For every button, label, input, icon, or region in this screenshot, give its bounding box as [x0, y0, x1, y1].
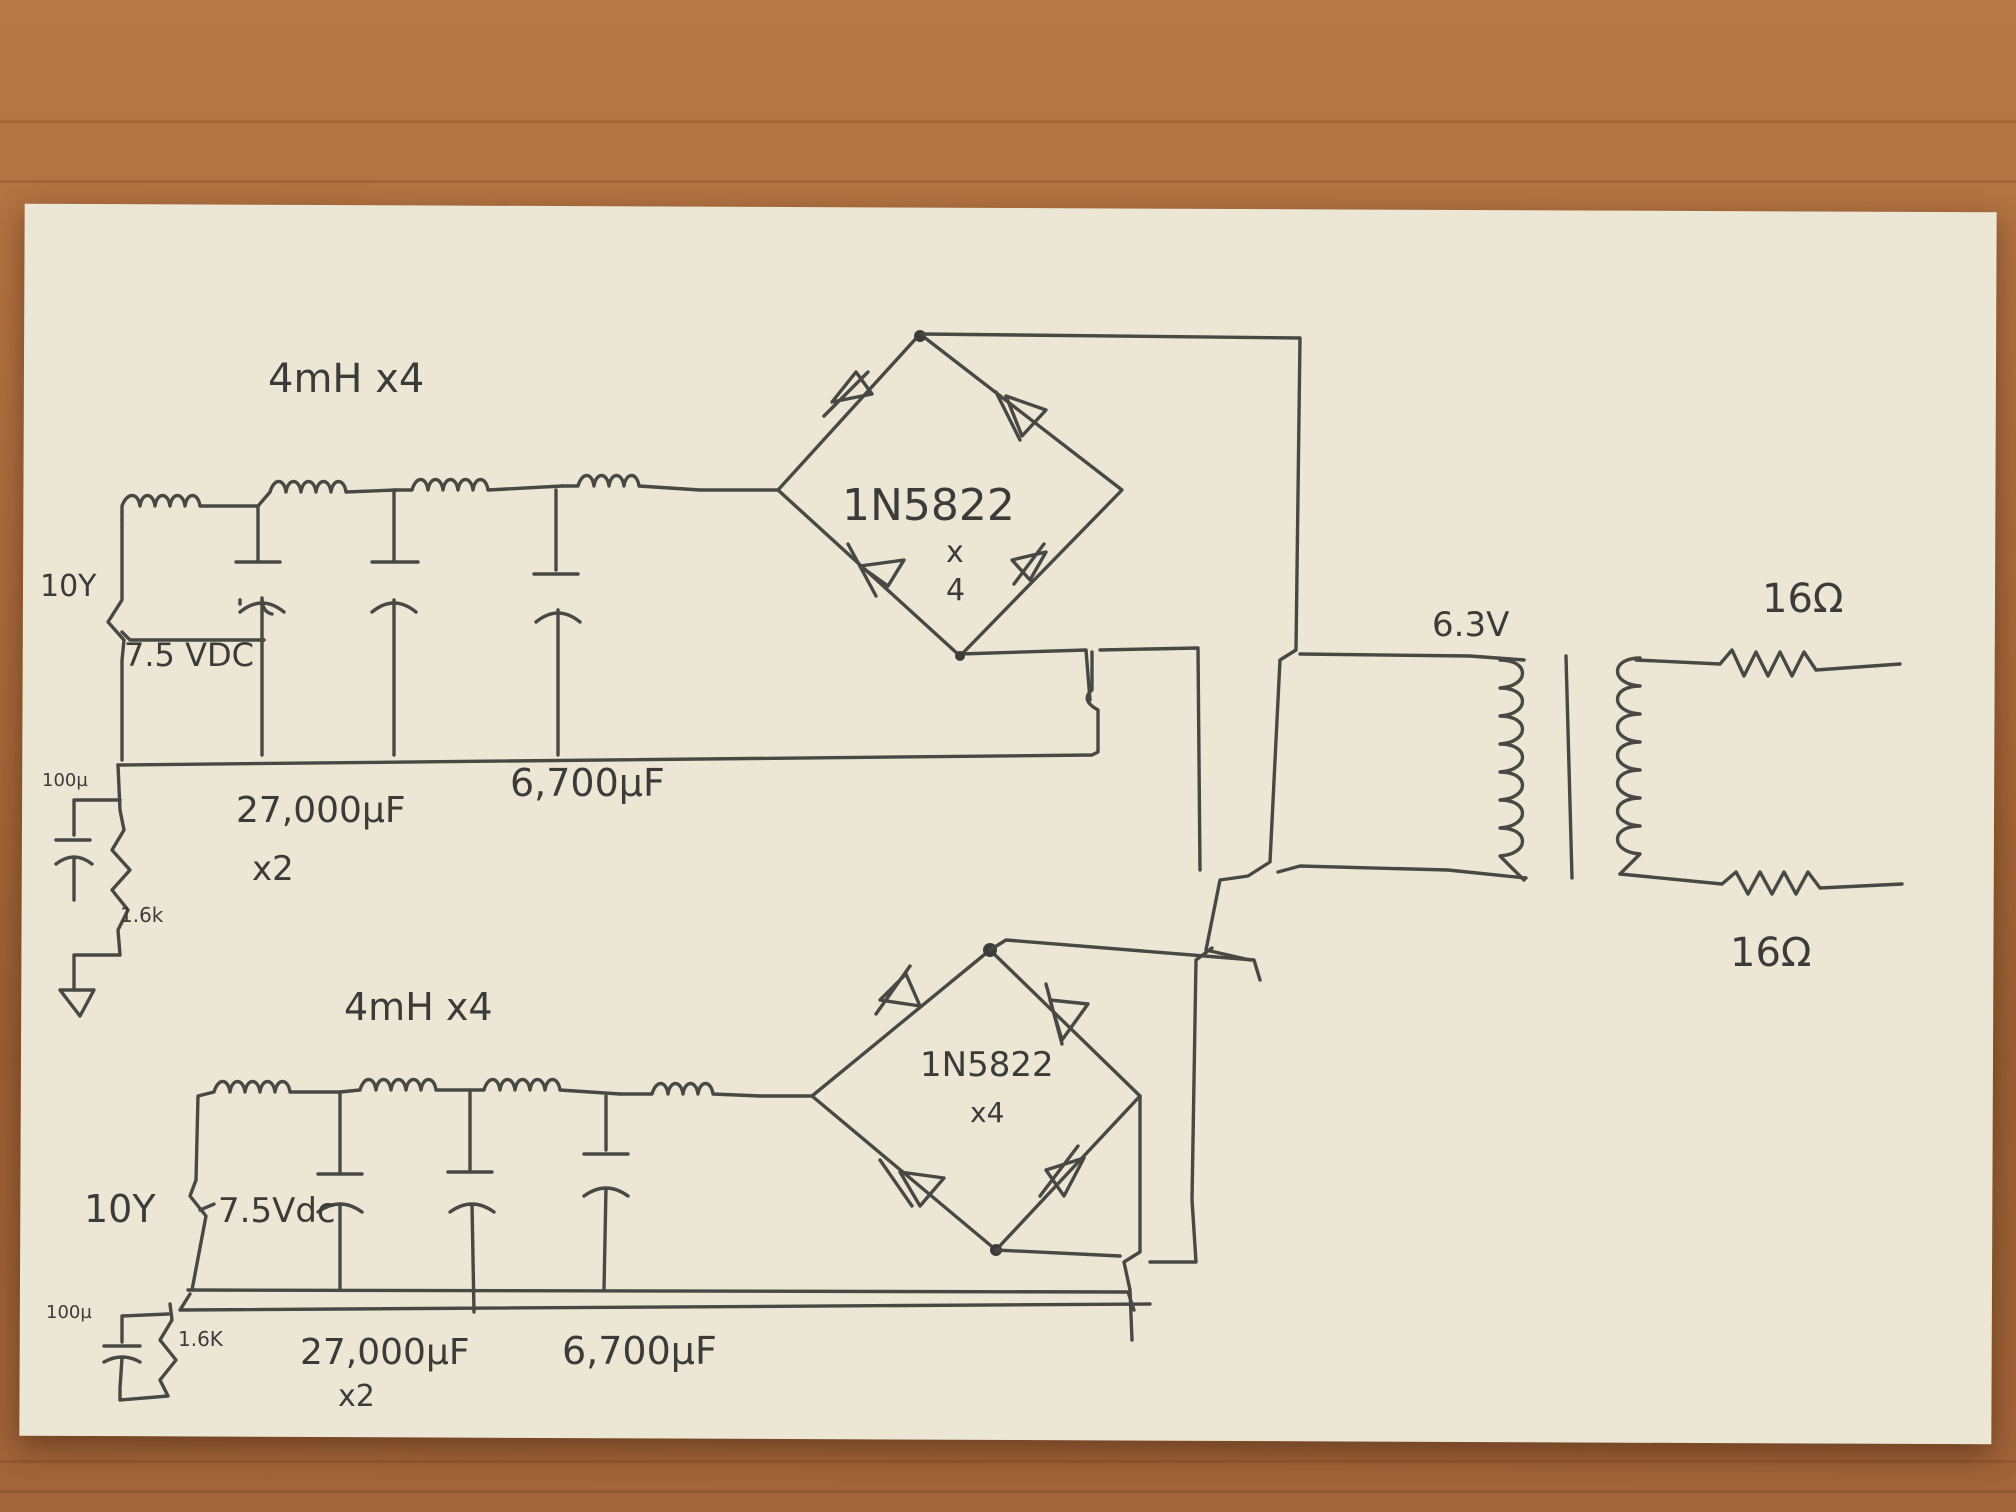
transformer-secondary-coil	[1615, 656, 1642, 876]
transformer-primary-label: 6.3V	[1432, 605, 1509, 645]
top-inductor-coil	[256, 479, 398, 508]
top-capacitor	[532, 488, 580, 576]
top-inductors-label: 4mH x4	[268, 356, 424, 402]
top-diode	[846, 542, 906, 598]
top-capacitor-plate	[370, 598, 418, 757]
bottom-ground-bus	[178, 1288, 1152, 1312]
bottom-inductor-coil	[618, 1081, 814, 1098]
bottom-bridge-wire	[988, 938, 1262, 1342]
bottom-cap-100-label: 100µ	[46, 1302, 92, 1323]
top-potentiometer	[106, 518, 126, 762]
top-cap-100-label: 100µ	[42, 770, 88, 791]
transformer-primary-coil	[1498, 658, 1526, 882]
top-diode	[1010, 542, 1048, 586]
bottom-capacitor	[582, 1094, 630, 1292]
load-bottom-label: 16Ω	[1730, 930, 1811, 976]
bottom-rc-cap	[102, 1312, 170, 1390]
load-resistor-top	[1634, 648, 1902, 678]
wood-grain	[0, 120, 2016, 123]
bottom-capacitor	[446, 1090, 496, 1314]
wood-grain	[0, 1460, 2016, 1463]
bottom-inductor-coil	[468, 1077, 622, 1096]
top-ground-bus	[116, 650, 1100, 767]
top-cap-small-label: 6,700µF	[510, 761, 665, 805]
top-capacitor-plate	[534, 608, 582, 757]
top-diode	[822, 370, 874, 418]
top-capacitor	[234, 504, 282, 616]
load-resistor-bottom	[1618, 870, 1904, 896]
top-diode	[994, 390, 1048, 442]
top-capacitor-plate	[238, 598, 286, 757]
top-bridge-part-label: 1N5822	[842, 480, 1015, 531]
top-cap-big-label: 27,000µF	[236, 790, 406, 831]
load-top-label: 16Ω	[1762, 576, 1843, 622]
top-rc-network	[72, 763, 132, 992]
bottom-cap-big-qty-label: x2	[338, 1379, 375, 1414]
top-bridge-node	[914, 330, 926, 342]
bottom-bridge-qty-label: x4	[970, 1096, 1004, 1129]
top-res-label: 1.6k	[120, 903, 164, 927]
top-supply	[54, 330, 1302, 1018]
bottom-vdc-label: 7.5Vdc	[218, 1191, 336, 1231]
top-inductor-coil	[560, 473, 780, 492]
top-bridge-qty-label: 4	[946, 573, 965, 608]
wood-grain	[0, 180, 2016, 183]
bottom-capacitor	[316, 1092, 364, 1292]
top-bridge-wire	[920, 332, 1302, 962]
bottom-rc-network	[118, 1302, 178, 1402]
bottom-diode	[878, 1158, 946, 1208]
transformer-primary-lead	[1276, 864, 1528, 880]
wood-grain	[0, 1490, 2016, 1493]
top-pot-wiper	[120, 630, 266, 642]
bottom-bridge-part-label: 1N5822	[920, 1045, 1054, 1085]
bottom-diode	[874, 964, 922, 1016]
top-vdc-label: 7.5 VDC	[124, 636, 254, 674]
bottom-potentiometer	[188, 1178, 208, 1292]
bottom-res-label: 1.6K	[178, 1327, 224, 1351]
bottom-cap-small-label: 6,700µF	[562, 1329, 717, 1373]
bottom-diode	[1044, 982, 1090, 1046]
bottom-inductor-coil	[194, 1079, 342, 1182]
transformer-core	[1564, 654, 1574, 880]
top-capacitor	[370, 488, 420, 564]
bottom-inductor-coil	[338, 1077, 472, 1094]
bottom-cap-big-label: 27,000µF	[300, 1332, 470, 1373]
top-inductor-coil	[394, 477, 564, 492]
top-ground-symbol	[58, 988, 96, 1018]
bottom-pot-label: 10Y	[84, 1187, 156, 1231]
transformer-section	[1276, 648, 1904, 896]
bottom-inductors-label: 4mH x4	[344, 985, 493, 1029]
top-bridge-node	[955, 651, 965, 661]
bottom-bridge-wire	[994, 946, 1214, 1264]
bottom-supply	[102, 938, 1262, 1402]
top-inductor-coil	[120, 493, 260, 522]
top-bridge	[776, 332, 1124, 658]
top-pot-label: 10Y	[40, 569, 97, 604]
bottom-diode	[1038, 1144, 1086, 1198]
transformer-primary-lead	[1298, 652, 1526, 662]
top-bridge-x-label: x	[946, 535, 964, 570]
top-rc-cap	[54, 798, 122, 902]
top-cap-big-qty-label: x2	[252, 849, 294, 889]
bottom-pot-wiper	[198, 1202, 216, 1212]
top-bridge-wire	[958, 646, 1202, 872]
